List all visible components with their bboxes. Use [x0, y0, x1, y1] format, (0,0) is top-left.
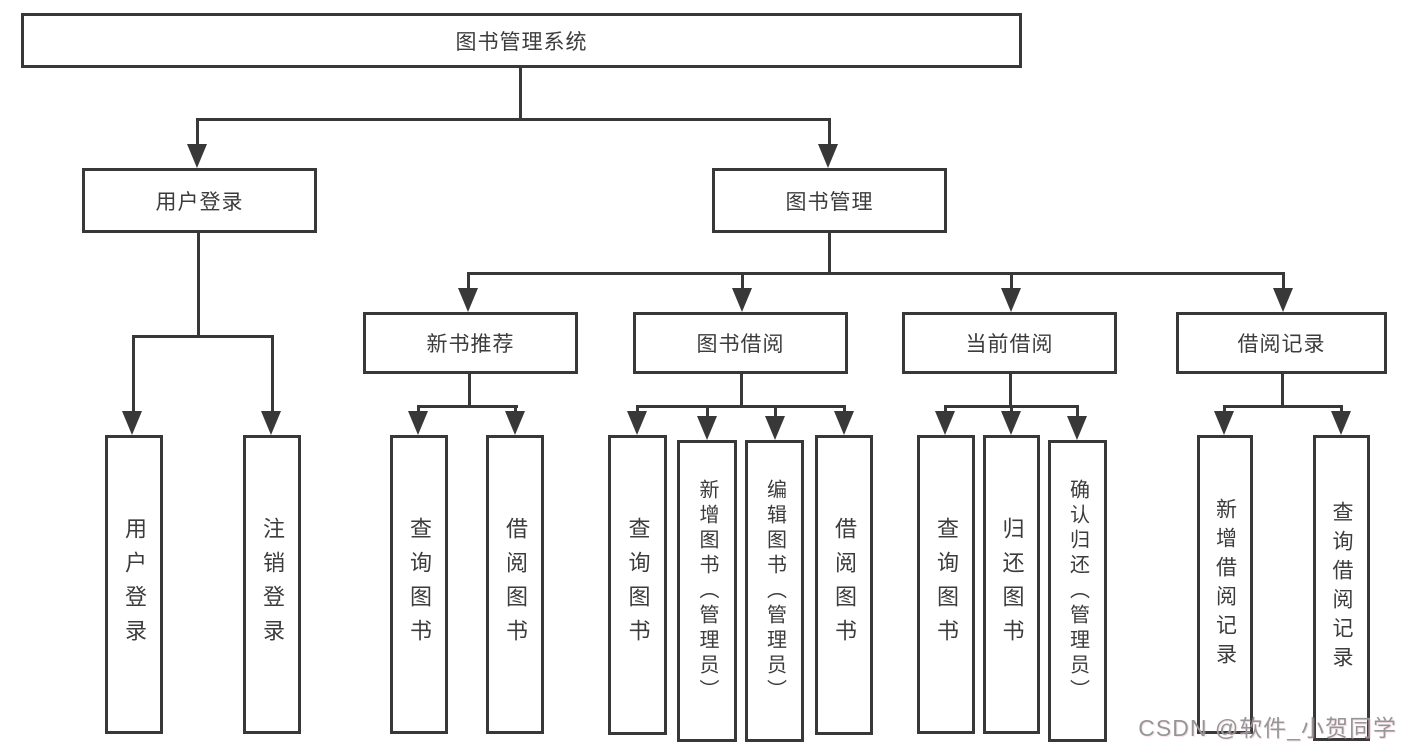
node-current-borrowing: 当前借阅: [902, 312, 1117, 374]
connector-line: [197, 231, 200, 337]
arrowhead-icon: [1001, 288, 1021, 312]
connector-line: [467, 272, 1285, 275]
arrowhead-icon: [818, 144, 838, 168]
node-label: 查询图书: [407, 516, 432, 653]
node-label: 新书推荐: [426, 333, 515, 356]
arrowhead-icon: [697, 416, 717, 440]
node-user-login: 用户登录: [82, 168, 317, 233]
arrowhead-icon: [1214, 411, 1234, 435]
leaf-add-borrow-record: 新增借阅记录: [1197, 435, 1253, 734]
connector-line: [519, 66, 522, 120]
connector-line: [1010, 272, 1013, 294]
arrowhead-icon: [834, 411, 854, 435]
node-label: 查询借阅记录: [1330, 501, 1353, 675]
node-label: 查询图书: [934, 516, 959, 653]
connector-line: [1223, 405, 1343, 408]
connector-line: [741, 272, 744, 294]
arrowhead-icon: [627, 411, 647, 435]
connector-line: [828, 118, 831, 150]
arrowhead-icon: [765, 416, 785, 440]
arrowhead-icon: [458, 288, 478, 312]
node-label: 图书管理系统: [455, 30, 588, 54]
node-label: 借阅图书: [832, 517, 857, 653]
connector-line: [468, 372, 471, 407]
arrowhead-icon: [732, 288, 752, 312]
leaf-logout: 注销登录: [243, 435, 301, 734]
node-book-borrowing: 图书借阅: [633, 312, 848, 374]
node-label: 用户登录: [155, 190, 244, 214]
leaf-user-login: 用户登录: [105, 435, 163, 734]
csdn-watermark: CSDN @软件_小贺同学: [1138, 715, 1397, 741]
leaf-add-books-admin: 新增图书（管理员）: [677, 440, 737, 742]
connector-line: [132, 335, 135, 411]
node-label: 图书借阅: [696, 333, 785, 356]
node-label: 当前借阅: [965, 333, 1054, 356]
arrowhead-icon: [187, 144, 207, 168]
leaf-borrow-books: 借阅图书: [815, 435, 873, 735]
node-label: 查询图书: [625, 517, 651, 653]
node-label: 新增借阅记录: [1213, 497, 1237, 672]
node-label: 借阅记录: [1237, 333, 1326, 356]
node-label: 确认归还（管理员）: [1066, 478, 1089, 704]
node-label: 用户登录: [122, 516, 147, 653]
leaf-query-books: 查询图书: [917, 435, 975, 734]
arrowhead-icon: [1331, 411, 1351, 435]
connector-line: [467, 272, 470, 294]
connector-line: [196, 118, 199, 150]
connector-line: [740, 372, 743, 407]
arrowhead-icon: [408, 411, 428, 435]
arrowhead-icon: [1001, 411, 1021, 435]
connector-line: [636, 405, 846, 408]
arrowhead-icon: [122, 411, 142, 435]
leaf-edit-books-admin: 编辑图书（管理员）: [745, 440, 804, 742]
node-label: 注销登录: [260, 516, 285, 653]
node-library-management-system: 图书管理系统: [21, 13, 1022, 68]
connector-line: [271, 335, 274, 411]
arrowhead-icon: [261, 411, 281, 435]
node-label: 新增图书（管理员）: [696, 478, 718, 704]
leaf-query-books: 查询图书: [390, 435, 448, 734]
node-book-management: 图书管理: [712, 168, 947, 233]
node-label: 借阅图书: [503, 516, 528, 653]
connector-line: [417, 405, 518, 408]
arrowhead-icon: [1273, 288, 1293, 312]
connector-line: [828, 231, 831, 275]
leaf-borrow-books: 借阅图书: [486, 435, 544, 734]
leaf-return-books: 归还图书: [983, 435, 1040, 734]
leaf-query-borrow-record: 查询借阅记录: [1313, 435, 1370, 741]
node-label: 归还图书: [999, 516, 1025, 653]
node-new-book-recommend: 新书推荐: [363, 312, 578, 374]
arrowhead-icon: [505, 411, 525, 435]
connector-line: [132, 335, 274, 338]
connector-line: [1282, 272, 1285, 294]
connector-line: [1281, 372, 1284, 407]
node-borrowing-records: 借阅记录: [1176, 312, 1387, 374]
connector-line: [197, 118, 831, 121]
node-label: 图书管理: [785, 190, 874, 214]
arrowhead-icon: [935, 411, 955, 435]
arrowhead-icon: [1067, 416, 1087, 440]
node-label: 编辑图书（管理员）: [763, 478, 786, 704]
leaf-query-books: 查询图书: [608, 435, 667, 735]
leaf-confirm-return-admin: 确认归还（管理员）: [1048, 440, 1107, 742]
connector-line: [1009, 372, 1012, 407]
